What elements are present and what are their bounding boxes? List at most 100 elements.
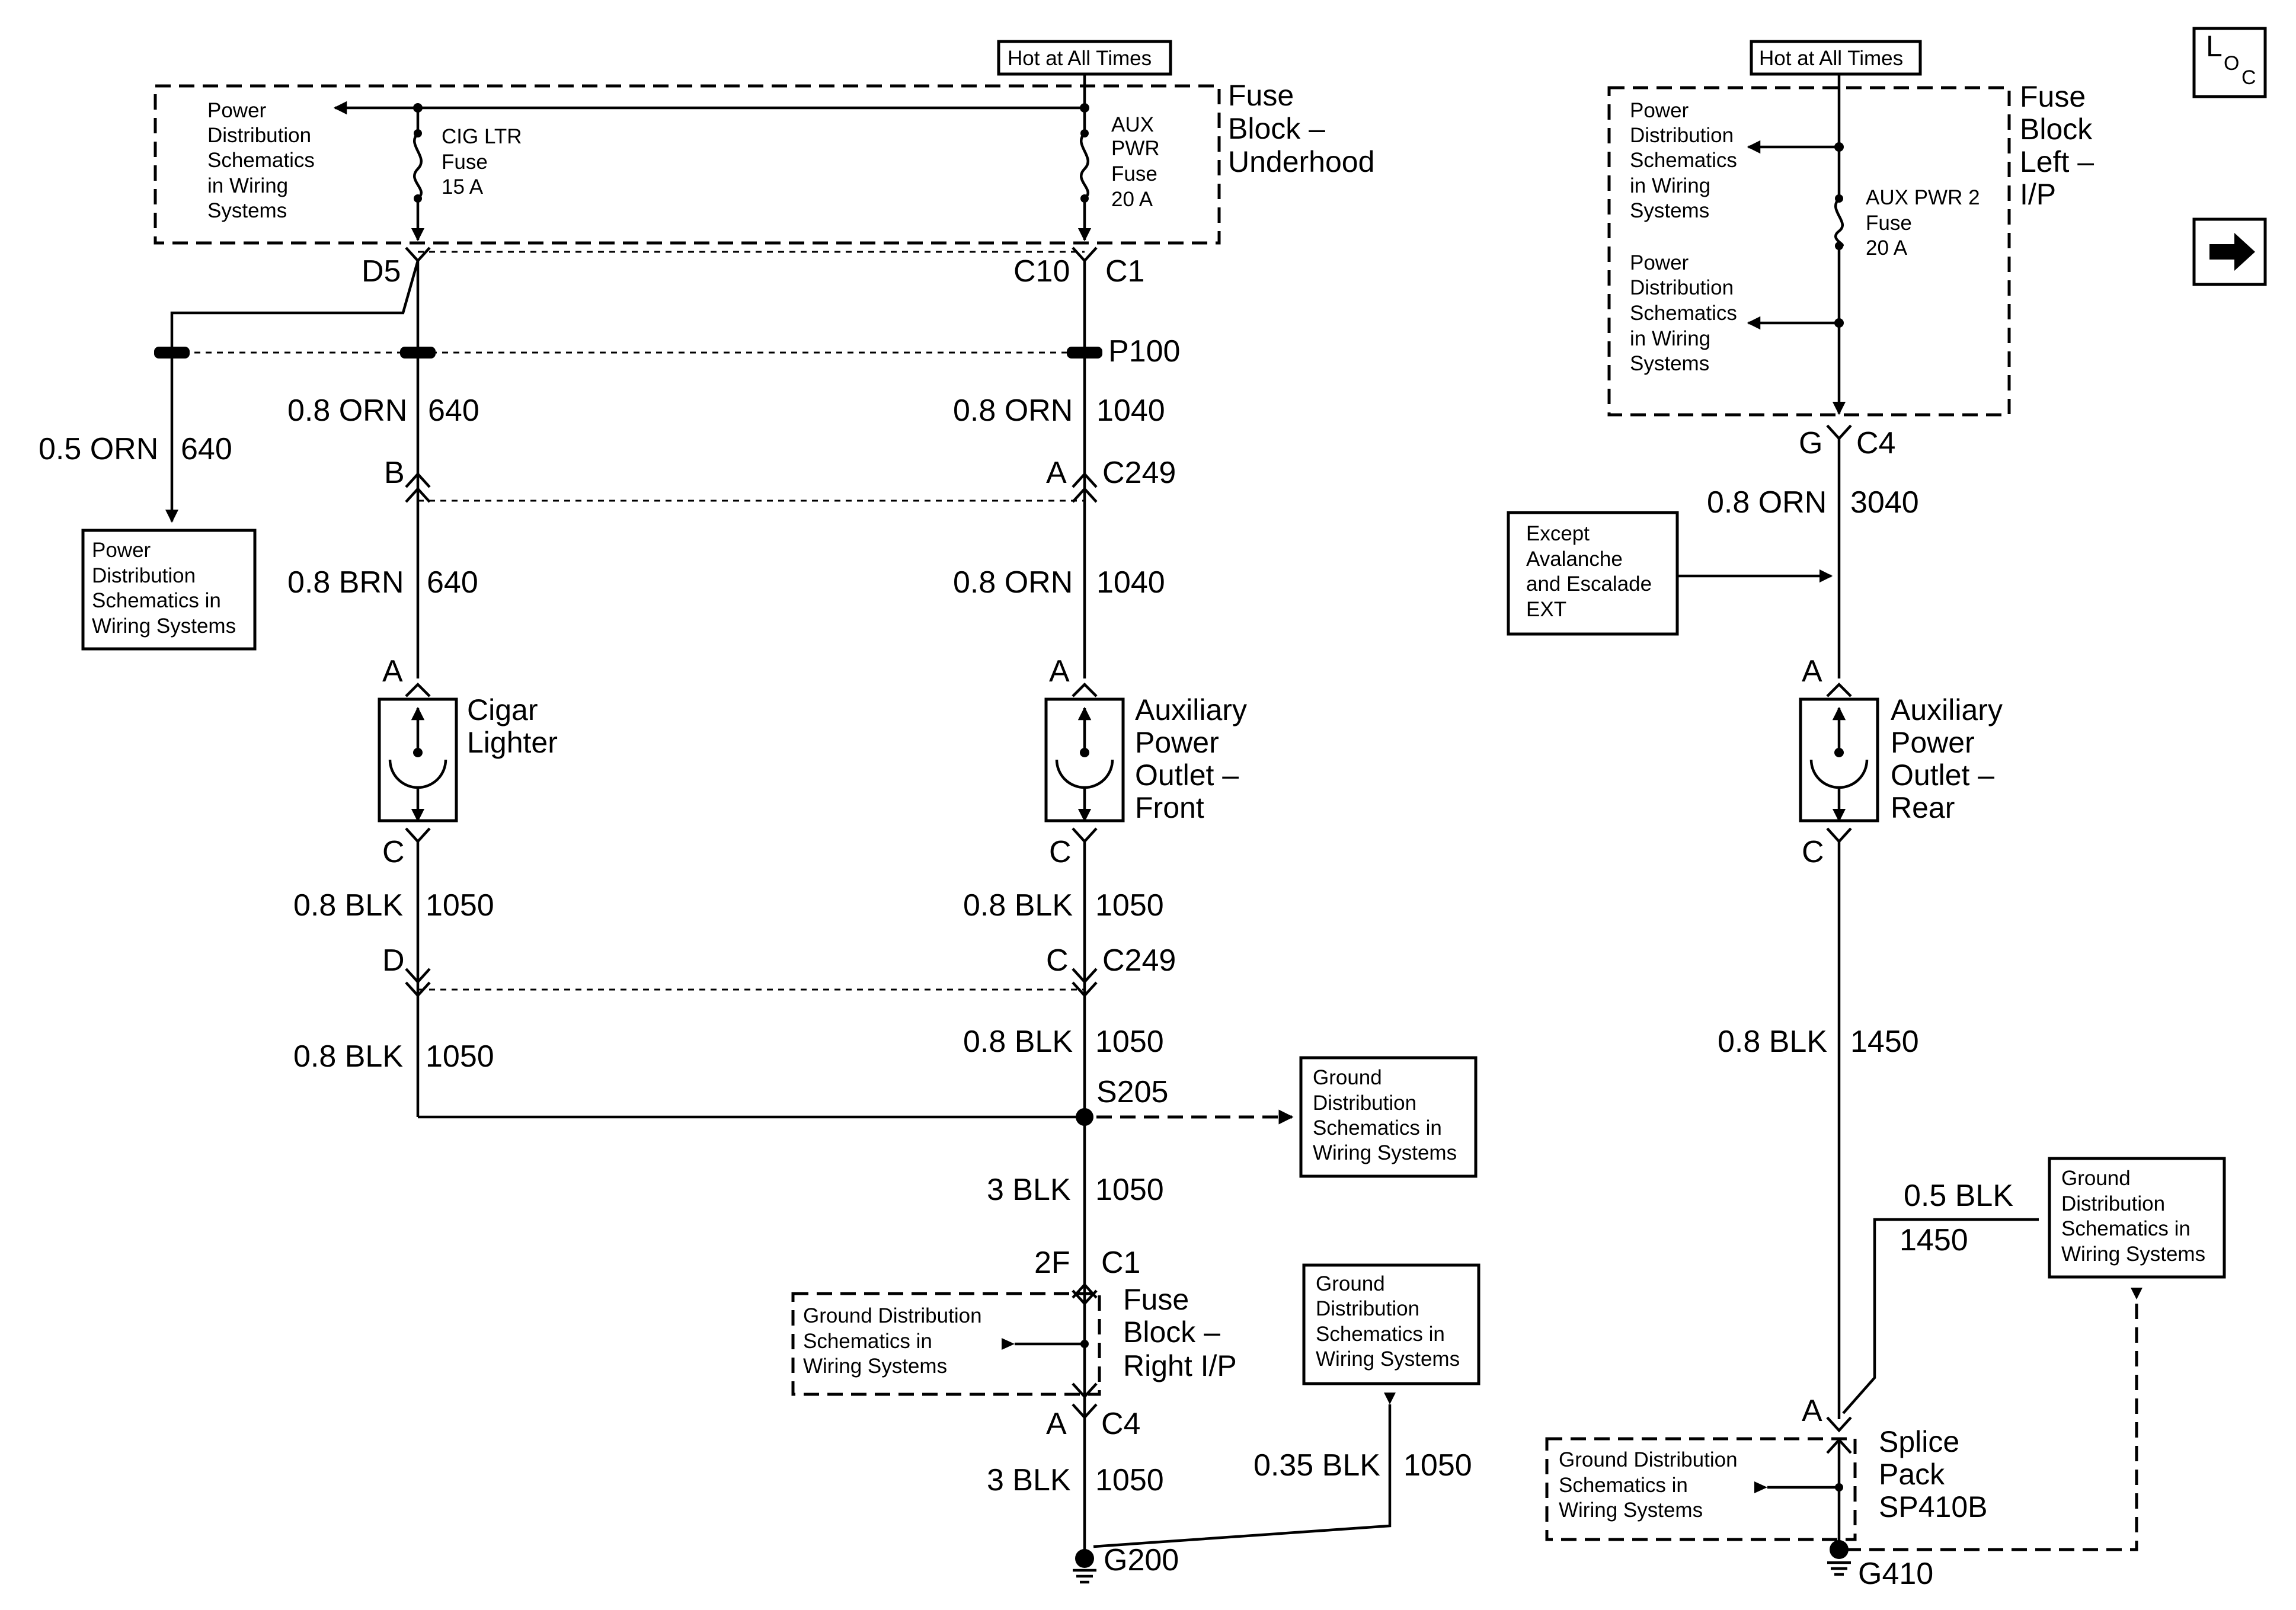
svg-text:Distribution: Distribution: [1313, 1092, 1416, 1115]
except-avalanche-escalade-box: Except Avalanche and Escalade EXT: [1507, 511, 1679, 636]
svg-text:AUX: AUX: [1111, 113, 1154, 136]
svg-text:Distribution: Distribution: [1630, 276, 1734, 299]
fuse-block-underhood-box: [154, 84, 1221, 245]
pin-g: G: [1799, 426, 1822, 460]
aux-power-outlet-front-device: [1044, 697, 1125, 822]
wire-05-orn: 0.5 ORN: [39, 432, 158, 466]
svg-text:20 A: 20 A: [1111, 188, 1153, 211]
svg-text:Distribution: Distribution: [1630, 124, 1734, 147]
pin-a-cigar: A: [382, 654, 403, 689]
svg-text:Underhood: Underhood: [1228, 145, 1374, 178]
svg-text:O: O: [2224, 52, 2239, 75]
svg-text:Block –: Block –: [1123, 1315, 1220, 1349]
svg-text:Power: Power: [92, 539, 151, 562]
svg-text:Fuse: Fuse: [442, 151, 488, 174]
ground-g200-icon: [1073, 1549, 1096, 1584]
svg-text:Power: Power: [1630, 99, 1689, 122]
svg-text:Power: Power: [1630, 251, 1689, 274]
svg-text:Except: Except: [1526, 522, 1590, 545]
svg-text:Systems: Systems: [1630, 199, 1709, 222]
svg-text:Schematics in: Schematics in: [1313, 1116, 1442, 1140]
svg-text:Schematics: Schematics: [1630, 302, 1737, 325]
p100-label: P100: [1108, 334, 1180, 369]
svg-text:in Wiring: in Wiring: [1630, 174, 1710, 197]
svg-text:L: L: [2206, 30, 2223, 63]
aux-power-outlet-rear-device: [1799, 697, 1879, 822]
connector-c4: C4: [1101, 1407, 1140, 1441]
svg-text:SP410B: SP410B: [1879, 1490, 1987, 1523]
svg-text:in Wiring: in Wiring: [1630, 327, 1710, 350]
svg-text:Systems: Systems: [1630, 352, 1709, 375]
fuse-block-left-ip-label: Fuse Block Left – I/P: [2020, 80, 2094, 211]
svg-text:Systems: Systems: [207, 199, 287, 222]
loc-icon[interactable]: L O C: [2192, 27, 2267, 98]
power-distribution-ref-left: Power Distribution Schematics in Wiring …: [207, 99, 315, 222]
svg-text:Ground: Ground: [1313, 1066, 1382, 1089]
splice-pack-label: Splice Pack SP410B: [1879, 1425, 1987, 1523]
svg-text:Fuse: Fuse: [1866, 212, 1912, 235]
svg-text:Wiring Systems: Wiring Systems: [803, 1355, 947, 1378]
svg-text:Wiring Systems: Wiring Systems: [1559, 1499, 1703, 1522]
right-arrow-icon[interactable]: [2192, 217, 2267, 286]
fuse-block-underhood-label: Fuse Block – Underhood: [1228, 79, 1374, 178]
connector-c249-bottom: C249: [1102, 943, 1176, 978]
pin-c-aux-rear: C: [1802, 835, 1824, 869]
pin-d: D: [382, 943, 405, 978]
svg-text:AUX PWR 2: AUX PWR 2: [1866, 186, 1980, 209]
svg-text:Outlet –: Outlet –: [1891, 758, 1994, 792]
pin-c-cigar: C: [382, 835, 405, 869]
circuit-1040-a: 1040: [1096, 393, 1165, 428]
svg-text:Left –: Left –: [2020, 145, 2094, 178]
wire-05-blk: 0.5 BLK: [1904, 1179, 2013, 1213]
hot-at-all-times-label-left: Hot at All Times: [997, 40, 1172, 76]
wire-08-blk-right: 0.8 BLK: [1718, 1025, 1827, 1059]
ground-distribution-box-1: Ground Distribution Schematics in Wiring…: [1299, 1056, 1478, 1178]
svg-text:Ground: Ground: [1316, 1272, 1385, 1295]
wire-08-orn-right: 0.8 ORN: [1707, 485, 1827, 520]
fuse-block-right-ip-label: Fuse Block – Right I/P: [1123, 1283, 1237, 1382]
svg-text:Lighter: Lighter: [467, 726, 558, 759]
ground-g410-label: G410: [1858, 1557, 1933, 1591]
svg-text:Ground Distribution: Ground Distribution: [803, 1304, 982, 1327]
svg-text:Schematics: Schematics: [1630, 149, 1737, 172]
circuit-1450-a: 1450: [1850, 1025, 1919, 1059]
ground-distribution-box-2: Ground Distribution Schematics in Wiring…: [1302, 1263, 1480, 1385]
svg-text:Rear: Rear: [1891, 791, 1955, 824]
aux-power-outlet-front-label: Auxiliary Power Outlet – Front: [1135, 693, 1247, 824]
svg-text:Right I/P: Right I/P: [1123, 1349, 1237, 1382]
aux-pwr-fuse: [1077, 108, 1092, 242]
aux-pwr-fuse-label: AUX PWR Fuse 20 A: [1111, 113, 1160, 211]
power-distribution-ref-right-2: Power Distribution Schematics in Wiring …: [1630, 251, 1737, 375]
svg-text:Auxiliary: Auxiliary: [1135, 693, 1247, 726]
pin-a-c249: A: [1046, 456, 1067, 490]
svg-text:Block –: Block –: [1228, 112, 1325, 145]
cigar-lighter-label: Cigar Lighter: [467, 693, 558, 759]
splice-pack-box: [1545, 1437, 1857, 1541]
svg-text:Schematics in: Schematics in: [1316, 1323, 1445, 1346]
connector-c1-rip: C1: [1101, 1246, 1140, 1280]
circuit-1050-b: 1050: [1095, 888, 1164, 923]
pin-c-aux-front: C: [1049, 835, 1072, 869]
power-distribution-ref-right-1: Power Distribution Schematics in Wiring …: [1630, 99, 1737, 222]
svg-text:PWR: PWR: [1111, 137, 1160, 160]
svg-text:Distribution: Distribution: [92, 564, 196, 587]
wire-08-brn: 0.8 BRN: [287, 565, 404, 600]
circuit-1050-d: 1050: [1095, 1025, 1164, 1059]
wire-08-blk-c: 0.8 BLK: [293, 1039, 403, 1074]
fuse-block-left-ip-box: [1607, 86, 2011, 417]
svg-text:Hot at All Times: Hot at All Times: [1759, 47, 1903, 70]
svg-text:Schematics in: Schematics in: [1559, 1474, 1688, 1497]
wire-3-blk-a: 3 BLK: [987, 1173, 1071, 1207]
svg-text:CIG LTR: CIG LTR: [442, 125, 522, 148]
svg-text:Distribution: Distribution: [207, 124, 311, 147]
svg-text:in Wiring: in Wiring: [207, 174, 288, 197]
circuit-1050-f: 1050: [1095, 1463, 1164, 1497]
circuit-640-b: 640: [428, 393, 479, 428]
wire-08-blk-a: 0.8 BLK: [293, 888, 403, 923]
svg-text:Wiring Systems: Wiring Systems: [1316, 1347, 1460, 1371]
pin-a-aux-rear: A: [1802, 654, 1822, 689]
svg-text:Outlet –: Outlet –: [1135, 758, 1239, 792]
svg-text:Hot at All Times: Hot at All Times: [1008, 47, 1152, 70]
svg-text:15 A: 15 A: [442, 175, 484, 199]
